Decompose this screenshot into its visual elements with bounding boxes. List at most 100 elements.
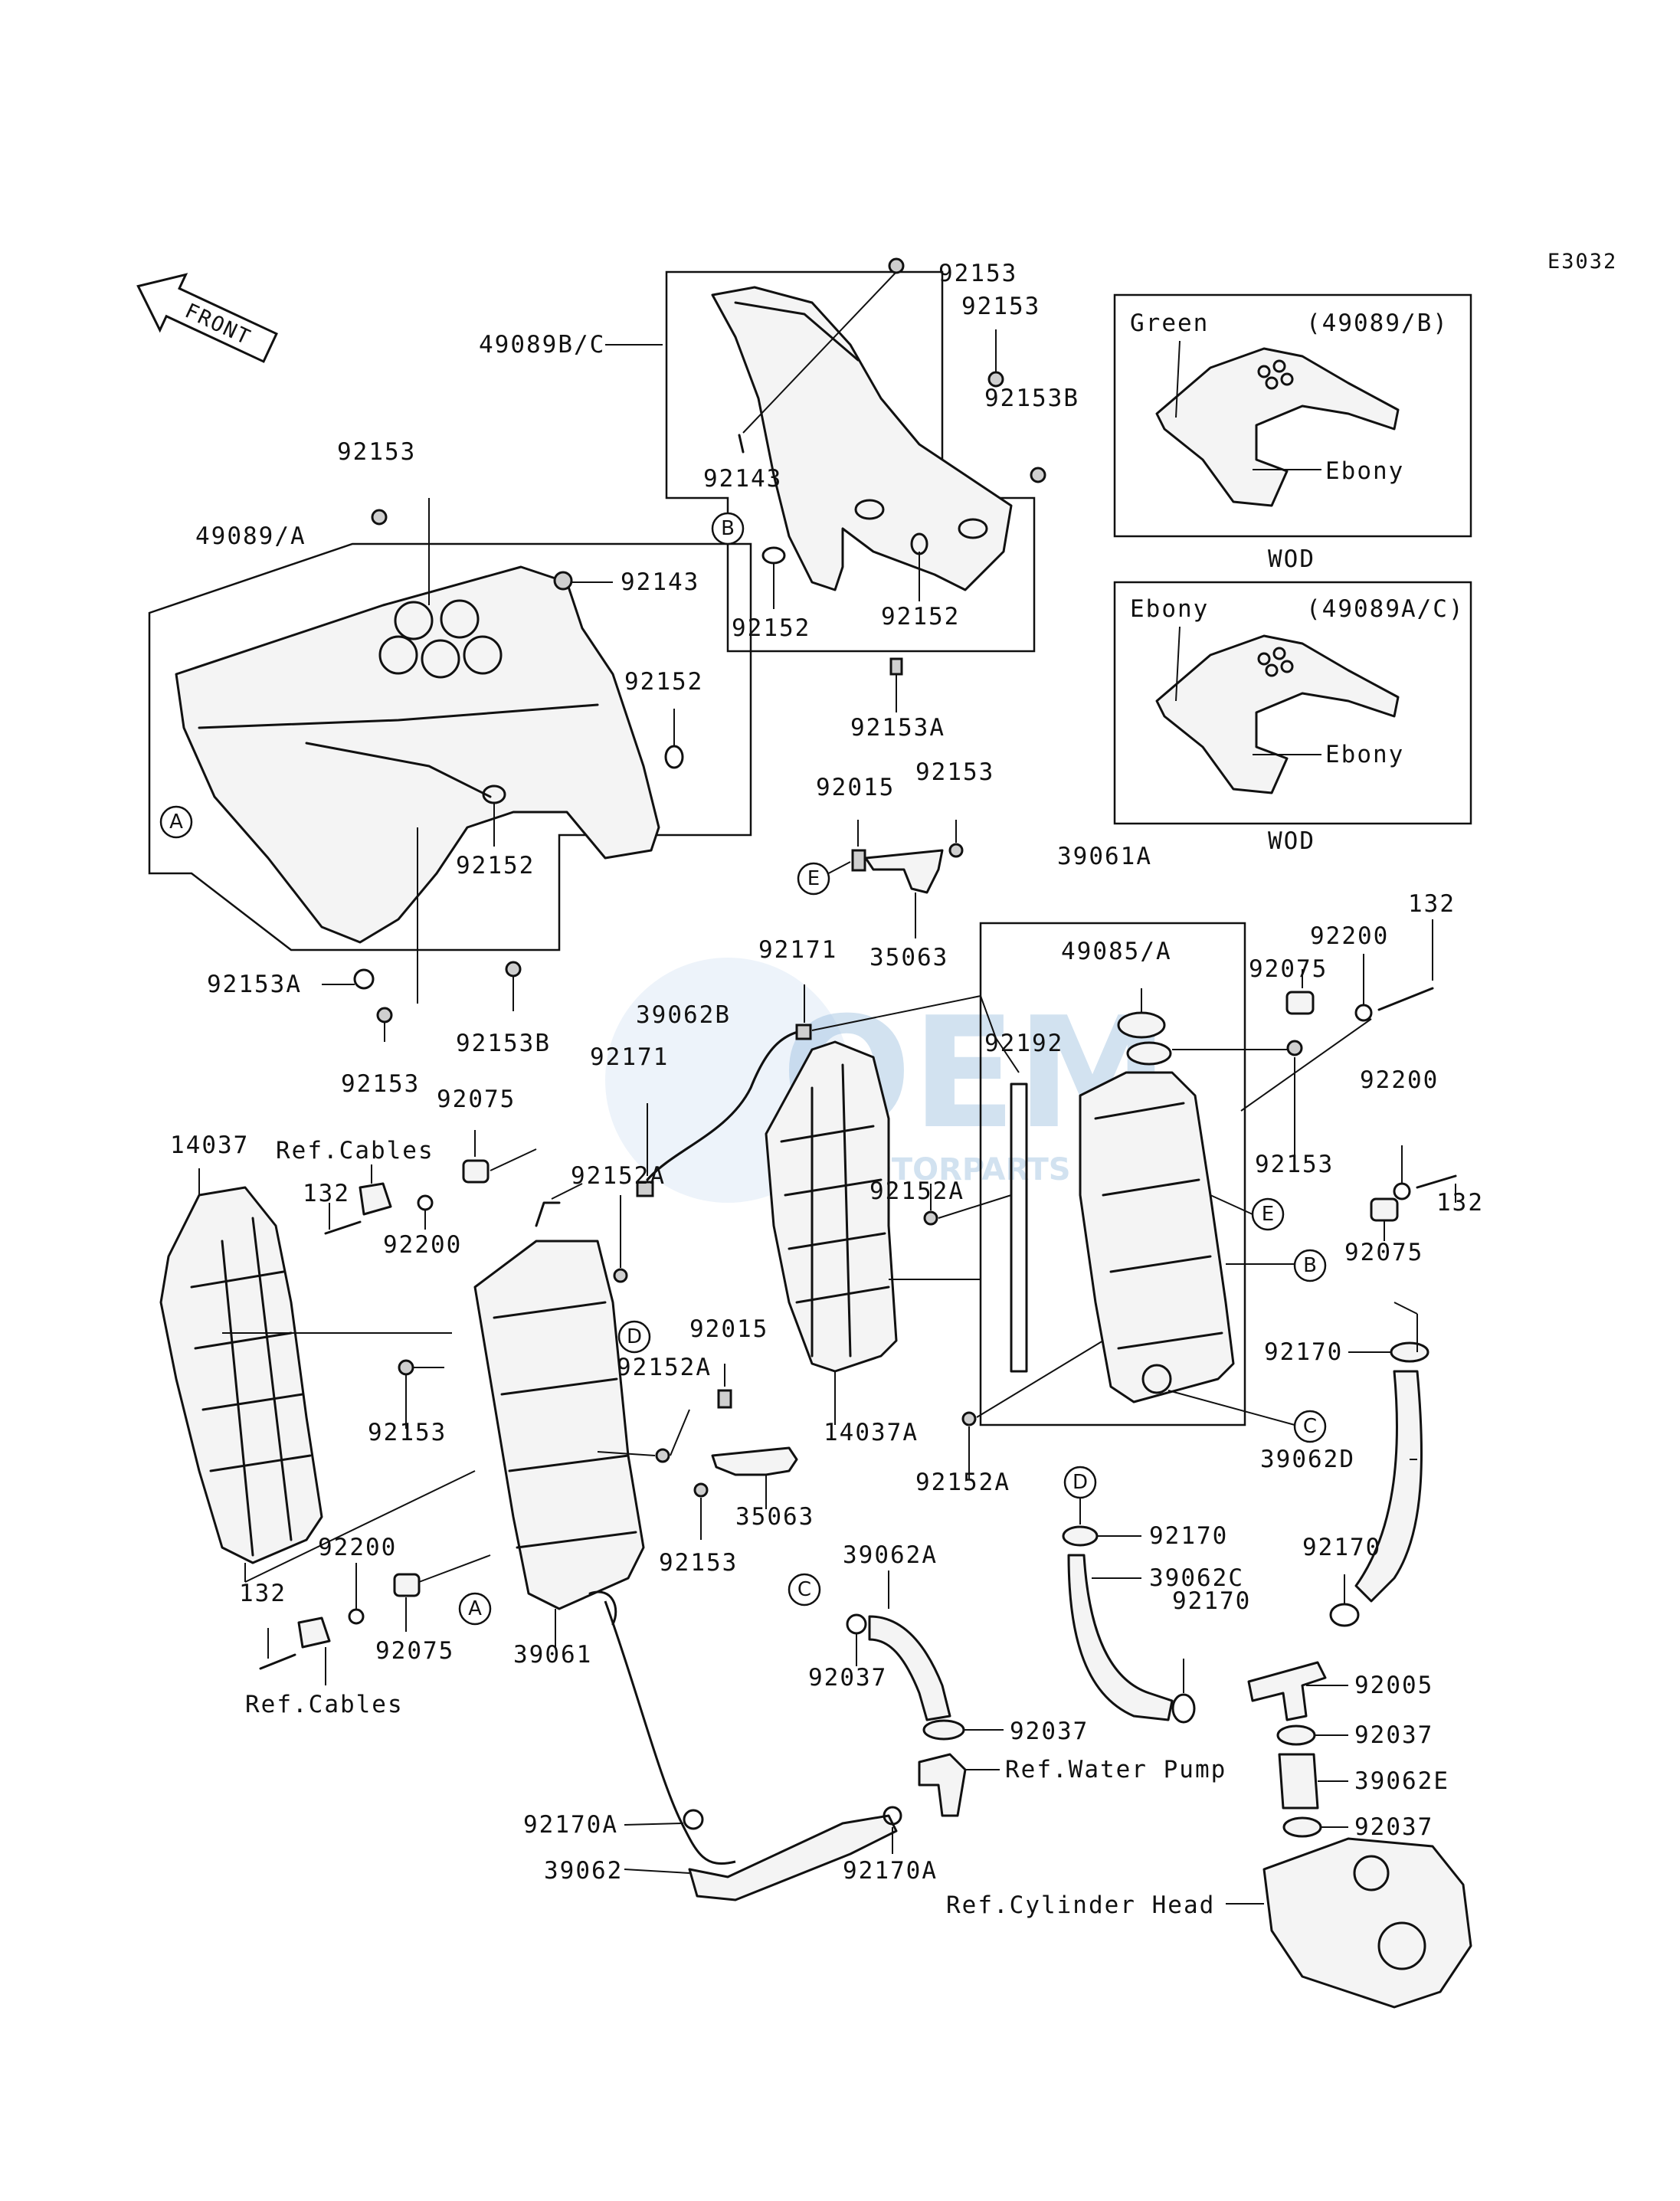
clip-92015: [851, 849, 866, 872]
part-label: 39062C: [1149, 1564, 1244, 1592]
part-label: 92170: [1172, 1587, 1251, 1615]
outlet-port: [1141, 1364, 1172, 1394]
part-label: 92015: [816, 774, 895, 801]
front-arrow-shape: [136, 273, 278, 363]
bolt-132: [1416, 1174, 1457, 1189]
stay-lower-group: [693, 1364, 798, 1540]
part-label: 92153A: [850, 714, 945, 742]
shroud-variant-1: [1155, 347, 1400, 507]
part-label: Ref.Water Pump: [1005, 1756, 1226, 1783]
shroud-49089a: [175, 565, 660, 944]
part-label: 132: [1408, 890, 1456, 918]
bolt-132: [1377, 987, 1434, 1011]
callout-e-2: E: [1251, 1197, 1285, 1231]
part-label: 92171: [590, 1043, 669, 1071]
vent-hole: [1272, 647, 1286, 660]
clamp-92170: [1329, 1603, 1360, 1627]
guard-lattice: [190, 1217, 312, 1557]
part-label: 92152A: [571, 1162, 666, 1190]
clip-92171: [795, 1024, 812, 1040]
shroud-detail: [734, 301, 860, 362]
washer-92200: [348, 1608, 365, 1625]
shroud-49089b-c: [711, 286, 1013, 591]
bolt-92152a: [655, 1448, 670, 1463]
vent-hole: [378, 635, 418, 675]
bolt-92153: [376, 1007, 393, 1024]
variant-2-header: (49089A/C): [1306, 595, 1465, 623]
vent-hole: [1280, 372, 1294, 386]
vent-hole: [463, 635, 503, 675]
leader-line: [597, 1451, 656, 1456]
variant-box-2: Ebony (49089A/C) Ebony WOD: [1113, 581, 1472, 855]
part-label: 39062: [544, 1857, 623, 1885]
callout-a-text: A: [468, 1597, 482, 1620]
shroud-left-group: [148, 498, 752, 1042]
callout-d-1: D: [617, 1320, 651, 1354]
vent-hole: [1280, 660, 1294, 673]
clamp-92037: [922, 1719, 965, 1741]
part-label: 92037: [1010, 1718, 1089, 1745]
leader-line: [1210, 1194, 1253, 1215]
part-label: 92143: [621, 568, 699, 596]
callout-e-text: E: [807, 867, 820, 890]
part-label: 92200: [1360, 1066, 1439, 1094]
washer-92200: [1354, 1004, 1373, 1022]
part-label: 92005: [1354, 1672, 1433, 1699]
shroud-detail: [198, 703, 599, 729]
leader-line: [418, 1554, 491, 1583]
radiator-cap-49085a: [1117, 1011, 1166, 1039]
variant-1-color-bottom: Ebony: [1325, 457, 1404, 485]
bolt-92153b: [1030, 467, 1046, 483]
bolt-92153a: [353, 968, 375, 990]
grommet-92075: [462, 1159, 490, 1184]
cable-clamp: [297, 1616, 331, 1649]
guard-14037a-group: [765, 1040, 981, 1425]
leader-line: [244, 1470, 476, 1583]
part-label: 92152: [732, 614, 811, 642]
callout-b-1: B: [711, 512, 745, 545]
part-label: 39061: [513, 1641, 592, 1669]
part-label: 92200: [383, 1231, 462, 1259]
bolt-92153a: [889, 657, 903, 676]
variant-2-color-bottom: Ebony: [1325, 741, 1404, 768]
part-label: 39062B: [636, 1001, 731, 1029]
part-label: 92152: [456, 852, 535, 879]
part-label: Ref.Cables: [276, 1137, 434, 1164]
stay-35063-lower: [711, 1446, 798, 1476]
vent-hole: [394, 601, 434, 640]
grommet-92152: [761, 546, 786, 565]
bolt-92153: [1286, 1040, 1303, 1056]
leader-line: [980, 995, 997, 1039]
part-label: 92152A: [617, 1354, 712, 1381]
part-label: 92153B: [456, 1030, 551, 1057]
clamp-92037: [1276, 1724, 1316, 1746]
hose-39062e: [1278, 1753, 1319, 1810]
part-label: 92075: [375, 1637, 454, 1665]
part-label: 14037A: [824, 1419, 919, 1446]
callout-b-text: B: [721, 517, 735, 540]
callout-c-text: C: [797, 1578, 811, 1601]
part-label: 92153: [659, 1549, 738, 1577]
callout-e-1: E: [797, 862, 830, 896]
variant-2-caption: WOD: [1268, 827, 1315, 855]
part-label: 92153B: [984, 385, 1079, 412]
part-label: 92170: [1302, 1534, 1381, 1561]
clamp-92170a: [883, 1806, 902, 1826]
inlet-neck: [535, 1201, 561, 1227]
leader-line: [1175, 340, 1181, 418]
radiator-core-lines: [1094, 1102, 1223, 1350]
leader-line: [938, 1194, 1012, 1219]
stay-upper-group: [820, 820, 964, 938]
part-label: 92153: [915, 758, 994, 786]
part-label: 39062E: [1354, 1767, 1449, 1795]
leader-line: [551, 1183, 583, 1200]
washer-92200: [1393, 1182, 1411, 1200]
part-label: Ref.Cables: [245, 1691, 404, 1718]
clamp-92170: [1171, 1693, 1196, 1724]
part-label: 92143: [703, 465, 782, 493]
part-label: 35063: [735, 1503, 814, 1531]
part-label: 39061A: [1057, 843, 1152, 870]
part-label: 92152A: [915, 1469, 1010, 1496]
part-label: 92200: [318, 1534, 397, 1561]
